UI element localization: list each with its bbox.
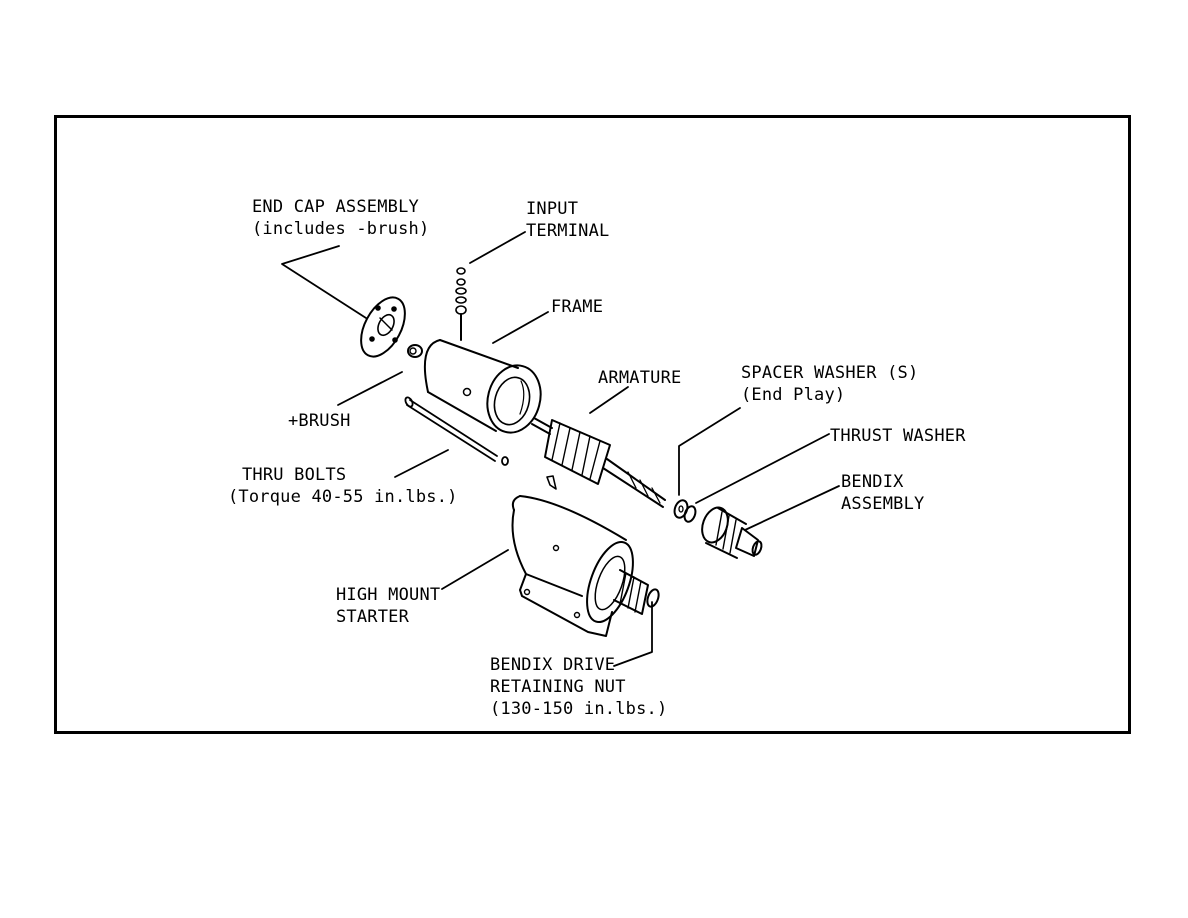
bendix-nut-line-3: (130-150 in.lbs.)	[490, 699, 668, 719]
frame-label: FRAME	[551, 296, 603, 318]
high-mount-starter	[511, 475, 660, 637]
bendix-assembly-line-1: BENDIX	[841, 472, 904, 492]
bendix-assembly-line-2: ASSEMBLY	[841, 494, 925, 514]
input-terminal-label: INPUT TERMINAL	[526, 198, 609, 242]
bendix-assembly-label: BENDIX ASSEMBLY	[841, 471, 924, 515]
bendix-nut-line-2: RETAINING NUT	[490, 677, 626, 697]
end-cap-line-1: END CAP ASSEMBLY	[252, 197, 419, 217]
high-mount-starter-line-2: STARTER	[336, 607, 410, 627]
thru-bolts	[404, 396, 509, 466]
spacer-washer-label: SPACER WASHER (S) (End Play)	[741, 362, 918, 406]
frame-housing	[423, 339, 542, 434]
armature-label: ARMATURE	[598, 367, 681, 389]
end-cap-line-2: (includes -brush)	[252, 219, 430, 239]
spacer-washer-line-1: SPACER WASHER (S)	[741, 363, 919, 383]
armature-line-1: ARMATURE	[598, 368, 682, 388]
high-mount-starter-line-1: HIGH MOUNT	[336, 585, 441, 605]
input-terminal	[455, 267, 467, 341]
leader-lines	[281, 231, 840, 667]
thrust-washer-label: THRUST WASHER	[830, 425, 966, 447]
input-terminal-line-2: TERMINAL	[526, 221, 610, 241]
high-mount-starter-label: HIGH MOUNT STARTER	[336, 584, 440, 628]
armature	[531, 417, 666, 508]
brush-label: +BRUSH	[288, 410, 351, 432]
diagram-border	[54, 115, 1131, 734]
thru-bolts-line-2: (Torque 40-55 in.lbs.)	[228, 487, 458, 507]
end-cap-assembly-label: END CAP ASSEMBLY (includes -brush)	[252, 196, 429, 240]
thrust-washer-line-1: THRUST WASHER	[830, 426, 966, 446]
thru-bolts-line-1: THRU BOLTS	[242, 465, 347, 485]
input-terminal-line-1: INPUT	[526, 199, 579, 219]
spacer-washer-line-2: (End Play)	[741, 385, 846, 405]
washers	[673, 499, 697, 523]
bendix-nut-line-1: BENDIX DRIVE	[490, 655, 616, 675]
bendix-nut-label: BENDIX DRIVE RETAINING NUT (130-150 in.l…	[490, 654, 667, 720]
end-cap-assembly	[360, 296, 406, 358]
brush-line-1: +BRUSH	[288, 411, 351, 431]
bendix-assembly	[701, 506, 763, 559]
frame-line-1: FRAME	[551, 297, 604, 317]
brush	[407, 344, 423, 358]
thru-bolts-label: THRU BOLTS (Torque 40-55 in.lbs.)	[228, 464, 458, 508]
